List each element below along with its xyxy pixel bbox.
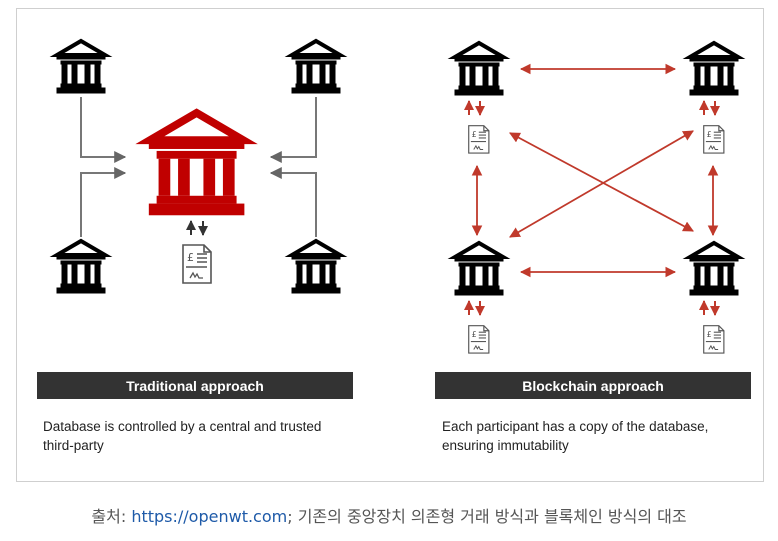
connector-top-right [269, 97, 317, 163]
caption-suffix: ; 기존의 중앙장치 의존형 거래 방식과 블록체인 방식의 대조 [287, 507, 687, 526]
bank-icon [290, 239, 342, 295]
ledger-document-icon [703, 325, 725, 354]
traditional-approach-banner: Traditional approach [37, 372, 353, 399]
ledger-document-icon [703, 125, 725, 154]
traditional-description-line1: Database is controlled by a central and … [43, 419, 322, 434]
bank-icon [453, 241, 505, 297]
bank-icon [55, 239, 107, 295]
caption-prefix: 출처: [91, 507, 132, 526]
bank-icon [55, 39, 107, 95]
figure-frame: £ [16, 8, 764, 482]
diagram-canvas: £ [55, 39, 740, 354]
blockchain-description: Each participant has a copy of the datab… [442, 417, 708, 455]
traditional-description: Database is controlled by a central and … [43, 417, 321, 455]
figure-caption: 출처: https://openwt.com; 기존의 중앙장치 의존형 거래 … [0, 503, 778, 527]
bank-icon [688, 41, 740, 97]
ledger-document-icon [468, 325, 490, 354]
link-diagonal-2 [509, 130, 694, 238]
source-link[interactable]: https://openwt.com [131, 507, 288, 526]
connector-top-left [80, 97, 127, 163]
bank-icon [453, 41, 505, 97]
up-down-arrows-icon [464, 300, 485, 316]
blockchain-description-line2: ensuring immutability [442, 438, 569, 453]
bank-icon [290, 39, 342, 95]
blockchain-description-line1: Each participant has a copy of the datab… [442, 419, 709, 434]
traditional-description-line2: third-party [43, 438, 104, 453]
bank-icon [688, 241, 740, 297]
traditional-section [55, 39, 342, 295]
ledger-document-icon [182, 244, 212, 284]
up-down-arrows-icon [699, 300, 720, 316]
connector-bottom-left [80, 167, 127, 237]
connector-bottom-right [269, 167, 317, 237]
central-bank-icon [150, 113, 244, 214]
ledger-document-icon [468, 125, 490, 154]
blockchain-approach-banner: Blockchain approach [435, 372, 751, 399]
up-down-arrows-icon [186, 220, 208, 236]
blockchain-section [453, 41, 740, 354]
up-down-arrows-icon [464, 100, 485, 116]
up-down-arrows-icon [699, 100, 720, 116]
